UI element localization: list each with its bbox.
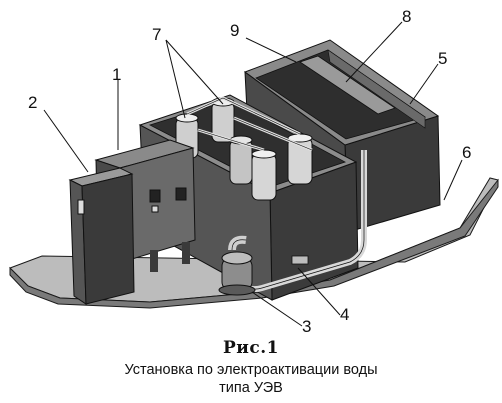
- callout-4: 4: [340, 305, 349, 324]
- callout-2: 2: [28, 93, 37, 112]
- caption-line-2: типа УЭВ: [219, 380, 283, 396]
- callout-5: 5: [438, 49, 447, 68]
- electrolyzer-cells: [175, 96, 313, 201]
- callout-7: 7: [152, 25, 161, 44]
- callouts: 1 2 3 4 5 6 7 8 9: [28, 7, 471, 336]
- figure-label: Рис.1: [223, 338, 279, 358]
- cell-3: [251, 149, 277, 201]
- callout-3: 3: [302, 317, 311, 336]
- leader-lines: [43, 21, 463, 327]
- callout-6: 6: [462, 143, 471, 162]
- cell-4: [287, 133, 313, 185]
- callout-9: 9: [230, 21, 239, 40]
- callout-1: 1: [112, 65, 121, 84]
- power-block-2: [68, 167, 135, 305]
- callout-8: 8: [402, 7, 411, 26]
- caption-line-1: Установка по электроактивации воды: [124, 362, 378, 378]
- pump-3: [218, 235, 256, 296]
